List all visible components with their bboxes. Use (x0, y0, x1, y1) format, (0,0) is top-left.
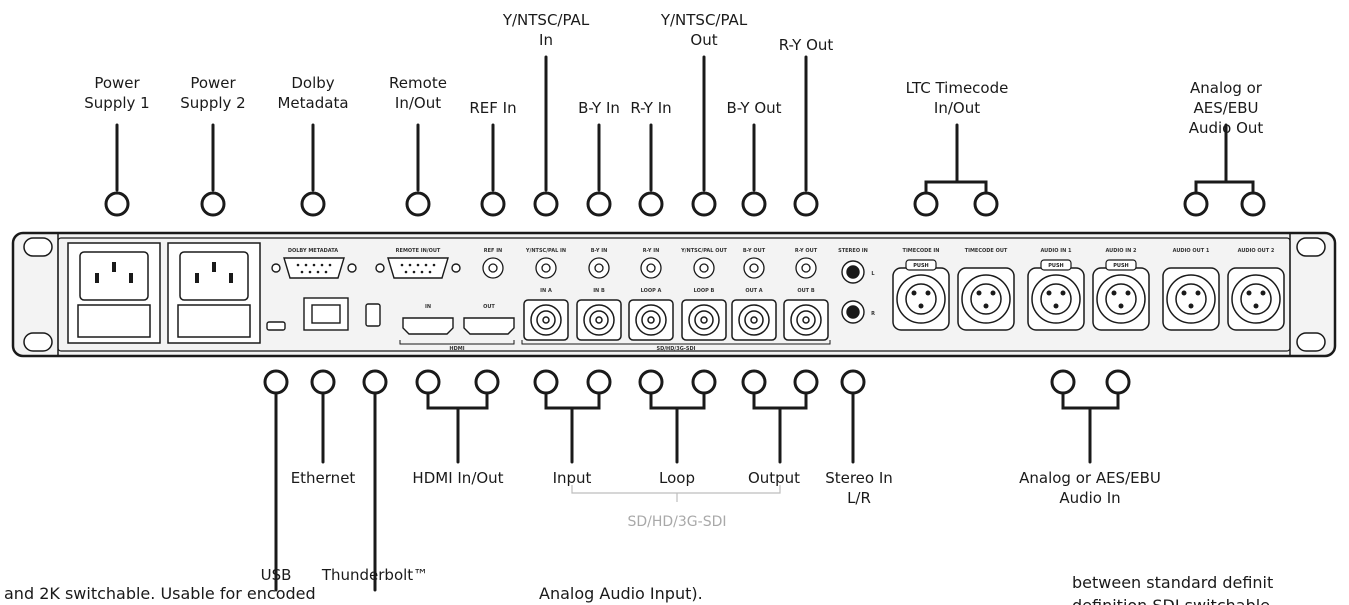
callout-ref-in (480, 191, 506, 217)
silk-dolby: DOLBY METADATA (288, 248, 338, 254)
silk-remote: REMOTE IN/OUT (396, 248, 441, 254)
label-stereo-in: Stereo In L/R (825, 469, 893, 507)
callout-hdmi-in (415, 369, 441, 395)
label-output: Output (747, 469, 801, 487)
callout-ltc-out (973, 191, 999, 217)
callout-by-in (586, 191, 612, 217)
silk-b-y-out: B-Y OUT (743, 248, 766, 254)
silk-ntsc-pal-out: Y/NTSC/PAL OUT (680, 248, 727, 254)
label-ltc-timecode: LTC Timecode In/Out (905, 79, 1009, 117)
rack-panel: DOLBY METADATA REMOTE IN/OUT REF IN Y/NT… (11, 231, 1337, 358)
silk-loop-a: LOOP A (641, 288, 662, 294)
silk-in-b: IN B (593, 288, 605, 294)
body-text-right-2: definition SDI switchable (1072, 596, 1349, 605)
callout-remote (405, 191, 431, 217)
silk-push-3: PUSH (1113, 263, 1129, 269)
label-b-y-in: B-Y In (578, 99, 620, 117)
callout-thunderbolt (362, 369, 388, 395)
callout-hdmi-out (474, 369, 500, 395)
silk-out-b: OUT B (797, 288, 814, 294)
callout-ethernet (310, 369, 336, 395)
label-analog-audio-out: Analog or AES/EBU Audio Out (1188, 79, 1264, 137)
silk-in-a: IN A (540, 288, 552, 294)
silk-audio-out-2: AUDIO OUT 2 (1238, 248, 1275, 254)
callout-dolby (300, 191, 326, 217)
label-usb: USB (260, 566, 292, 584)
label-power-supply-1: Power Supply 1 (84, 74, 150, 112)
label-ref-in: REF In (469, 99, 517, 117)
label-power-supply-2: Power Supply 2 (180, 74, 246, 112)
body-text-left: and 2K switchable. Usable for encoded (4, 584, 316, 603)
callout-power-1 (104, 191, 130, 217)
silk-loop-b: LOOP B (694, 288, 715, 294)
label-thunderbolt: Thunderbolt™ (321, 566, 429, 584)
silk-audio-in-1: AUDIO IN 1 (1040, 248, 1072, 254)
label-ethernet: Ethernet (290, 469, 356, 487)
callout-power-2 (200, 191, 226, 217)
callout-stereo (840, 369, 866, 395)
callout-input-a (533, 369, 559, 395)
silk-ntsc-pal-in: Y/NTSC/PAL IN (525, 248, 566, 254)
silk-hdmi: HDMI (449, 346, 464, 352)
body-text-center: Analog Audio Input). (539, 584, 703, 603)
silk-r-y-in: R-Y IN (643, 248, 660, 254)
silk-audio-out-1: AUDIO OUT 1 (1173, 248, 1210, 254)
callout-loop-a (638, 369, 664, 395)
callout-audio-out-2 (1240, 191, 1266, 217)
callout-by-out (741, 191, 767, 217)
silk-stereo-in: STEREO IN (838, 248, 868, 254)
label-dolby-metadata: Dolby Metadata (277, 74, 349, 112)
label-y-ntsc-pal-out: Y/NTSC/PAL Out (660, 11, 748, 49)
silk-sdi: SD/HD/3G-SDI (656, 346, 695, 352)
callout-ry-in (638, 191, 664, 217)
label-remote-in-out: Remote In/Out (389, 74, 447, 112)
label-input: Input (552, 469, 592, 487)
silk-right: R (871, 311, 875, 317)
callout-out-b (793, 369, 819, 395)
label-y-ntsc-pal-in: Y/NTSC/PAL In (502, 11, 590, 49)
callout-input-b (586, 369, 612, 395)
silk-b-y-in: B-Y IN (591, 248, 608, 254)
silk-ref-in: REF IN (484, 248, 502, 254)
silk-timecode-out: TIMECODE OUT (965, 248, 1008, 254)
label-analog-audio-in: Analog or AES/EBU Audio In (1019, 469, 1161, 507)
silk-push-2: PUSH (1048, 263, 1064, 269)
callout-usb (263, 369, 289, 395)
body-text-right-1: between standard definit (1072, 573, 1274, 592)
label-r-y-in: R-Y In (630, 99, 672, 117)
callout-loop-b (691, 369, 717, 395)
silk-push-1: PUSH (913, 263, 929, 269)
silk-audio-in-2: AUDIO IN 2 (1105, 248, 1137, 254)
callout-audio-out-1 (1183, 191, 1209, 217)
label-r-y-out: R-Y Out (778, 36, 834, 54)
callout-ry-out (793, 191, 819, 217)
label-b-y-out: B-Y Out (726, 99, 782, 117)
silk-hdmi-in: IN (425, 304, 431, 310)
callout-out-a (741, 369, 767, 395)
callout-y-in (533, 191, 559, 217)
callout-audio-in-2 (1105, 369, 1131, 395)
label-hdmi-in-out: HDMI In/Out (412, 469, 504, 487)
silk-out-a: OUT A (745, 288, 762, 294)
silk-timecode-in: TIMECODE IN (903, 248, 940, 254)
silk-r-y-out: R-Y OUT (795, 248, 818, 254)
callout-audio-in-1 (1050, 369, 1076, 395)
label-loop: Loop (659, 469, 695, 487)
callout-y-out (691, 191, 717, 217)
callout-ltc-in (913, 191, 939, 217)
silk-left: L (871, 271, 875, 277)
label-sdi-group: SD/HD/3G-SDI (627, 514, 727, 530)
silk-hdmi-out: OUT (483, 304, 495, 310)
